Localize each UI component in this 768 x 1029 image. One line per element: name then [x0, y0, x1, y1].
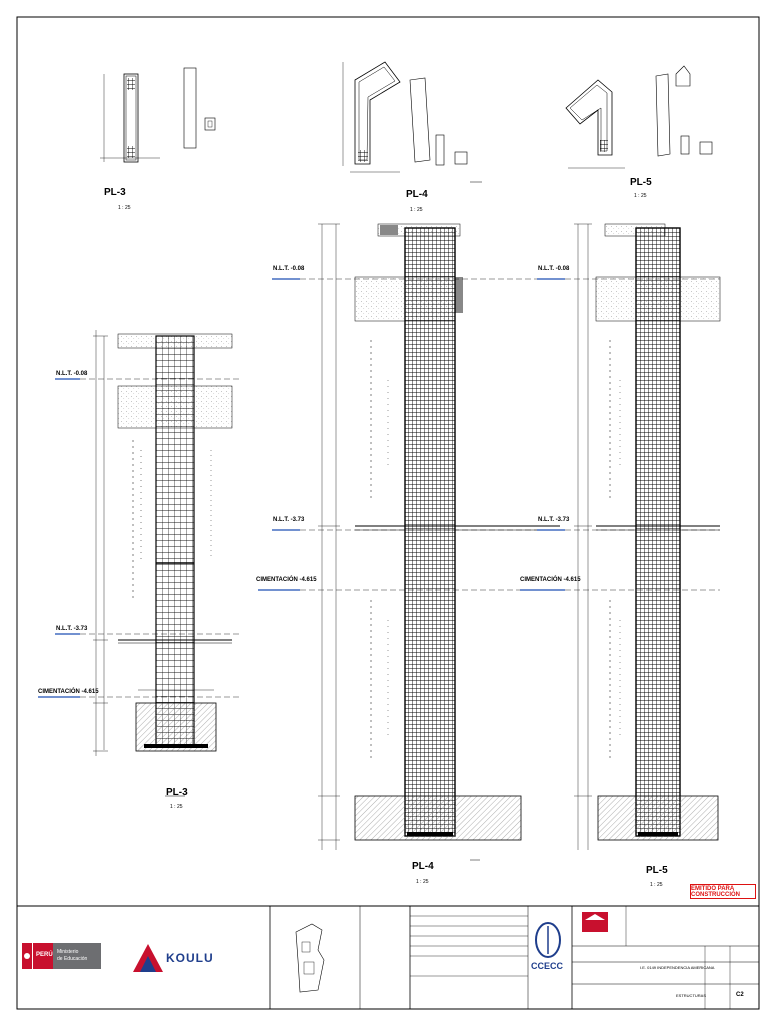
pl3-section-detail [100, 67, 216, 163]
pl4-section-title: PL-4 [406, 189, 428, 200]
pl5-level-mid: N.L.T. -3.73 [538, 517, 570, 523]
pl5-elevation-scale: 1 : 25 [650, 882, 663, 888]
pl3-elevation-title: PL-3 [166, 787, 188, 798]
pl5-elevation [520, 223, 721, 850]
pl3-elevation [38, 330, 240, 797]
project-emblem [582, 912, 608, 932]
koulu-logo [133, 944, 163, 972]
construction-stamp: EMITIDO PARA CONSTRUCCIÓN [690, 884, 756, 899]
pl5-section-scale: 1 : 25 [634, 193, 647, 199]
sheet-code: C2 [736, 992, 744, 998]
pl4-level-foundation: CIMENTACIÓN -4.615 [256, 577, 317, 583]
ccecc-label: CCECC [531, 961, 564, 971]
pl3-level-top: N.L.T. -0.08 [56, 371, 88, 377]
ministry-line-2: de Educación [57, 956, 88, 962]
peru-ministry-logo [22, 943, 101, 969]
ccecc-logo [535, 922, 561, 958]
pl3-section-title: PL-3 [104, 187, 126, 198]
pl4-elevation [258, 223, 560, 861]
pl4-section-scale: 1 : 25 [410, 207, 423, 213]
peru-label: PERÚ [36, 952, 53, 958]
ministry-line-1: Ministerio [57, 949, 79, 955]
pl3-level-mid: N.L.T. -3.73 [56, 626, 88, 632]
title-block [269, 906, 759, 1009]
pl3-elevation-scale: 1 : 25 [170, 804, 183, 810]
pl4-section-detail [342, 61, 482, 183]
pl5-level-top: N.L.T. -0.08 [538, 266, 570, 272]
pl5-section-title: PL-5 [630, 177, 652, 188]
discipline-name: ESTRUCTURAS [676, 993, 707, 998]
pl5-elevation-title: PL-5 [646, 865, 668, 876]
pl3-level-foundation: CIMENTACIÓN -4.615 [38, 689, 99, 695]
pl4-level-top: N.L.T. -0.08 [273, 266, 305, 272]
outer-border [16, 16, 760, 1010]
pl5-level-foundation: CIMENTACIÓN -4.615 [520, 577, 581, 583]
pl5-section-detail [565, 65, 713, 169]
pl4-elevation-title: PL-4 [412, 861, 434, 872]
pl3-section-scale: 1 : 25 [118, 205, 131, 211]
pl4-level-mid: N.L.T. -3.73 [273, 517, 305, 523]
pl4-elevation-scale: 1 : 25 [416, 879, 429, 885]
project-name: I.E. 0149 INDEPENDENCIA AMERICANA [640, 965, 715, 970]
koulu-label: KOULU [166, 951, 214, 965]
